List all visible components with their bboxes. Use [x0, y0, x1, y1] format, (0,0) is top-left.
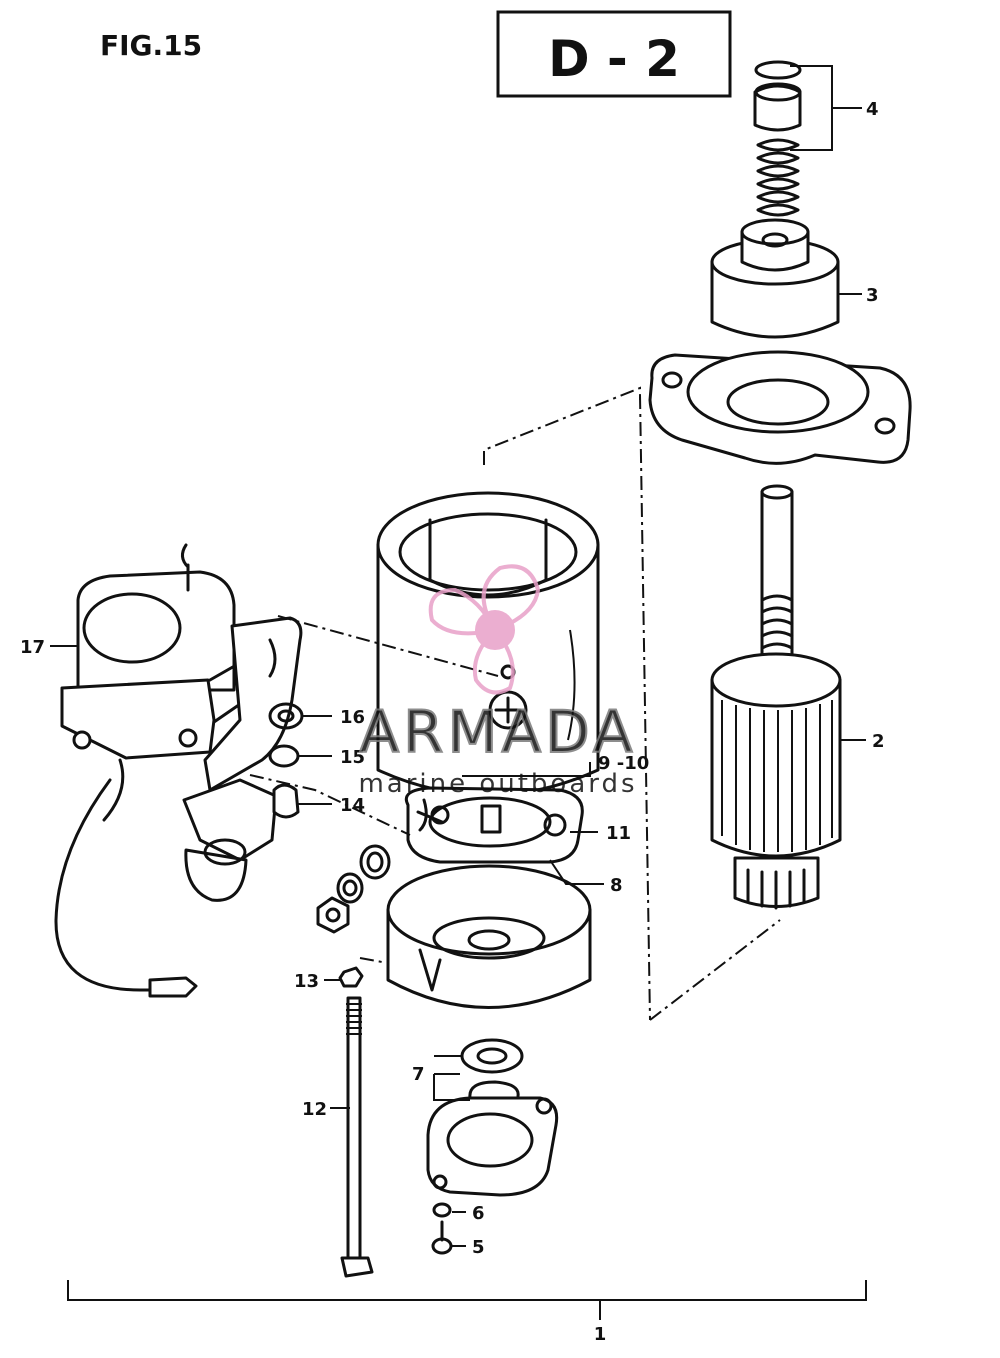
front-bracket: [648, 350, 912, 465]
nut-and-washers: [316, 844, 391, 934]
callout-6: 6: [472, 1203, 485, 1224]
callout-7: 7: [412, 1064, 425, 1085]
callout-9-10: 9 -10: [598, 753, 649, 774]
callout-15: 15: [340, 747, 365, 768]
callout-4: 4: [866, 99, 879, 120]
rear-end-frame: [386, 864, 592, 1009]
callout-8: 8: [610, 875, 623, 896]
yoke-housing: [376, 491, 600, 797]
armada-watermark: ARMADA marine outboards: [358, 564, 637, 799]
part-13-washer: [338, 966, 364, 988]
callout-14: 14: [340, 795, 365, 816]
callout-13: 13: [294, 971, 319, 992]
part-5-screw: [431, 1220, 453, 1255]
part-6-washer: [432, 1202, 452, 1218]
section-code-box: D - 2: [496, 10, 732, 98]
bearing-cap: [426, 1096, 559, 1197]
part-8-brush-holder: [404, 786, 584, 864]
section-code: D - 2: [548, 30, 680, 88]
part-3-pinion: [710, 218, 840, 339]
callout-5: 5: [472, 1237, 485, 1258]
part-12-through-bolt: [340, 996, 374, 1278]
callout-numbers: 1 2 3 4 5 6 7 8 9 -10 11 12 13 14 15 16 …: [20, 99, 885, 1345]
callout-12: 12: [302, 1099, 327, 1120]
callout-3: 3: [866, 285, 879, 306]
assembly-alignment-lines: [249, 386, 781, 1021]
figure-label: FIG.15: [100, 29, 202, 62]
part-14-nut: [272, 783, 300, 819]
callout-1: 1: [594, 1324, 607, 1345]
callout-11: 11: [606, 823, 631, 844]
callout-16: 16: [340, 707, 365, 728]
leader-lines: [50, 65, 867, 1320]
part-2-armature: [710, 484, 842, 910]
part-17-solenoid: [54, 543, 303, 998]
propeller-logo-icon: [428, 564, 541, 695]
part-15-washer: [268, 744, 300, 768]
callout-2: 2: [872, 731, 885, 752]
watermark-brand: ARMADA: [359, 698, 636, 766]
part-4-spring-sleeve: [753, 60, 802, 217]
callout-17: 17: [20, 637, 45, 658]
watermark-tagline: marine outboards: [358, 769, 637, 799]
